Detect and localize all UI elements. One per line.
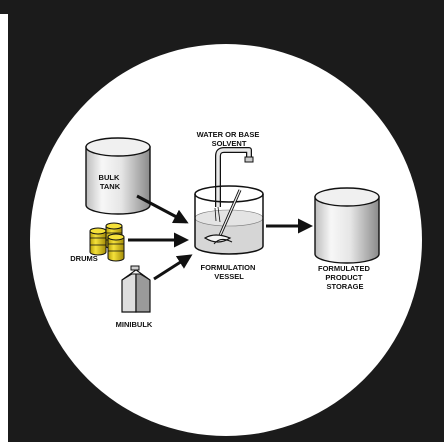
water-solvent-label: WATER OR BASE SOLVENT <box>197 130 262 148</box>
water-solvent-label-line-1: WATER OR BASE <box>197 130 260 139</box>
minibulk-bin-icon <box>121 265 151 313</box>
frame-corner-tab <box>0 0 14 14</box>
bulk-tank-label-line-2: TANK <box>100 182 121 191</box>
product-storage-label-line-2: PRODUCT <box>325 273 363 282</box>
product-storage-label: FORMULATED PRODUCT STORAGE <box>318 264 372 291</box>
product-storage-label-line-1: FORMULATED <box>318 264 371 273</box>
minibulk-label: MINIBULK <box>116 320 153 329</box>
formulation-vessel-label-line-1: FORMULATION <box>201 263 256 272</box>
formulation-vessel-label: FORMULATION VESSEL <box>201 263 258 281</box>
water-solvent-label-line-2: SOLVENT <box>212 139 247 148</box>
bulk-tank-label-line-1: BULK <box>99 173 120 182</box>
drums-label: DRUMS <box>70 254 98 263</box>
water-tap-icon <box>215 147 254 207</box>
formulation-vessel-label-line-2: VESSEL <box>214 272 244 281</box>
arrow-minibulk-to-vessel <box>153 254 193 281</box>
bulk-tank-label: BULK TANK <box>99 173 122 191</box>
bulk-tank-icon <box>85 137 151 215</box>
arrow-bulk-to-vessel <box>136 194 189 224</box>
storage-tank-icon <box>314 187 380 264</box>
mixing-vessel-icon <box>194 185 264 255</box>
product-storage-label-line-3: STORAGE <box>327 282 364 291</box>
drums-icon <box>89 222 125 262</box>
